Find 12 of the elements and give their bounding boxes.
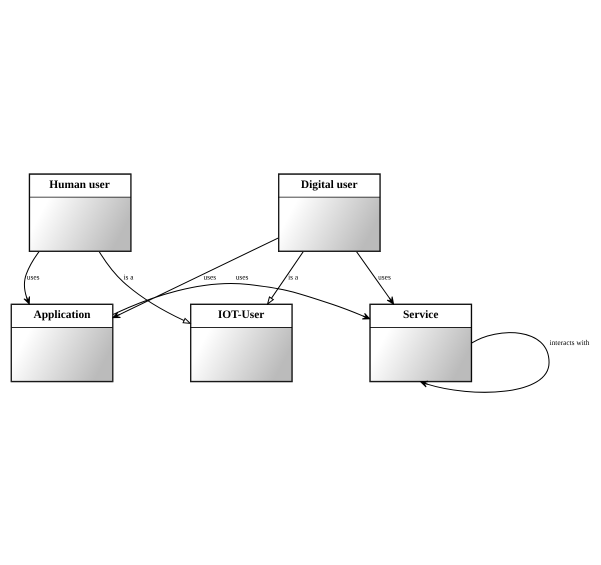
- edge-label: uses: [203, 272, 216, 282]
- arrow: [356, 250, 394, 304]
- arrow: [23, 250, 40, 304]
- edge-label: is a: [288, 272, 298, 282]
- edge-label: uses: [236, 272, 248, 282]
- edge-label: uses: [378, 272, 391, 282]
- edge-label: interacts with: [550, 337, 590, 346]
- edge-label: uses: [26, 272, 40, 282]
- arrow: [98, 250, 192, 324]
- arrow: [266, 250, 304, 305]
- edge-label: is a: [124, 272, 134, 282]
- arrow: [420, 332, 550, 392]
